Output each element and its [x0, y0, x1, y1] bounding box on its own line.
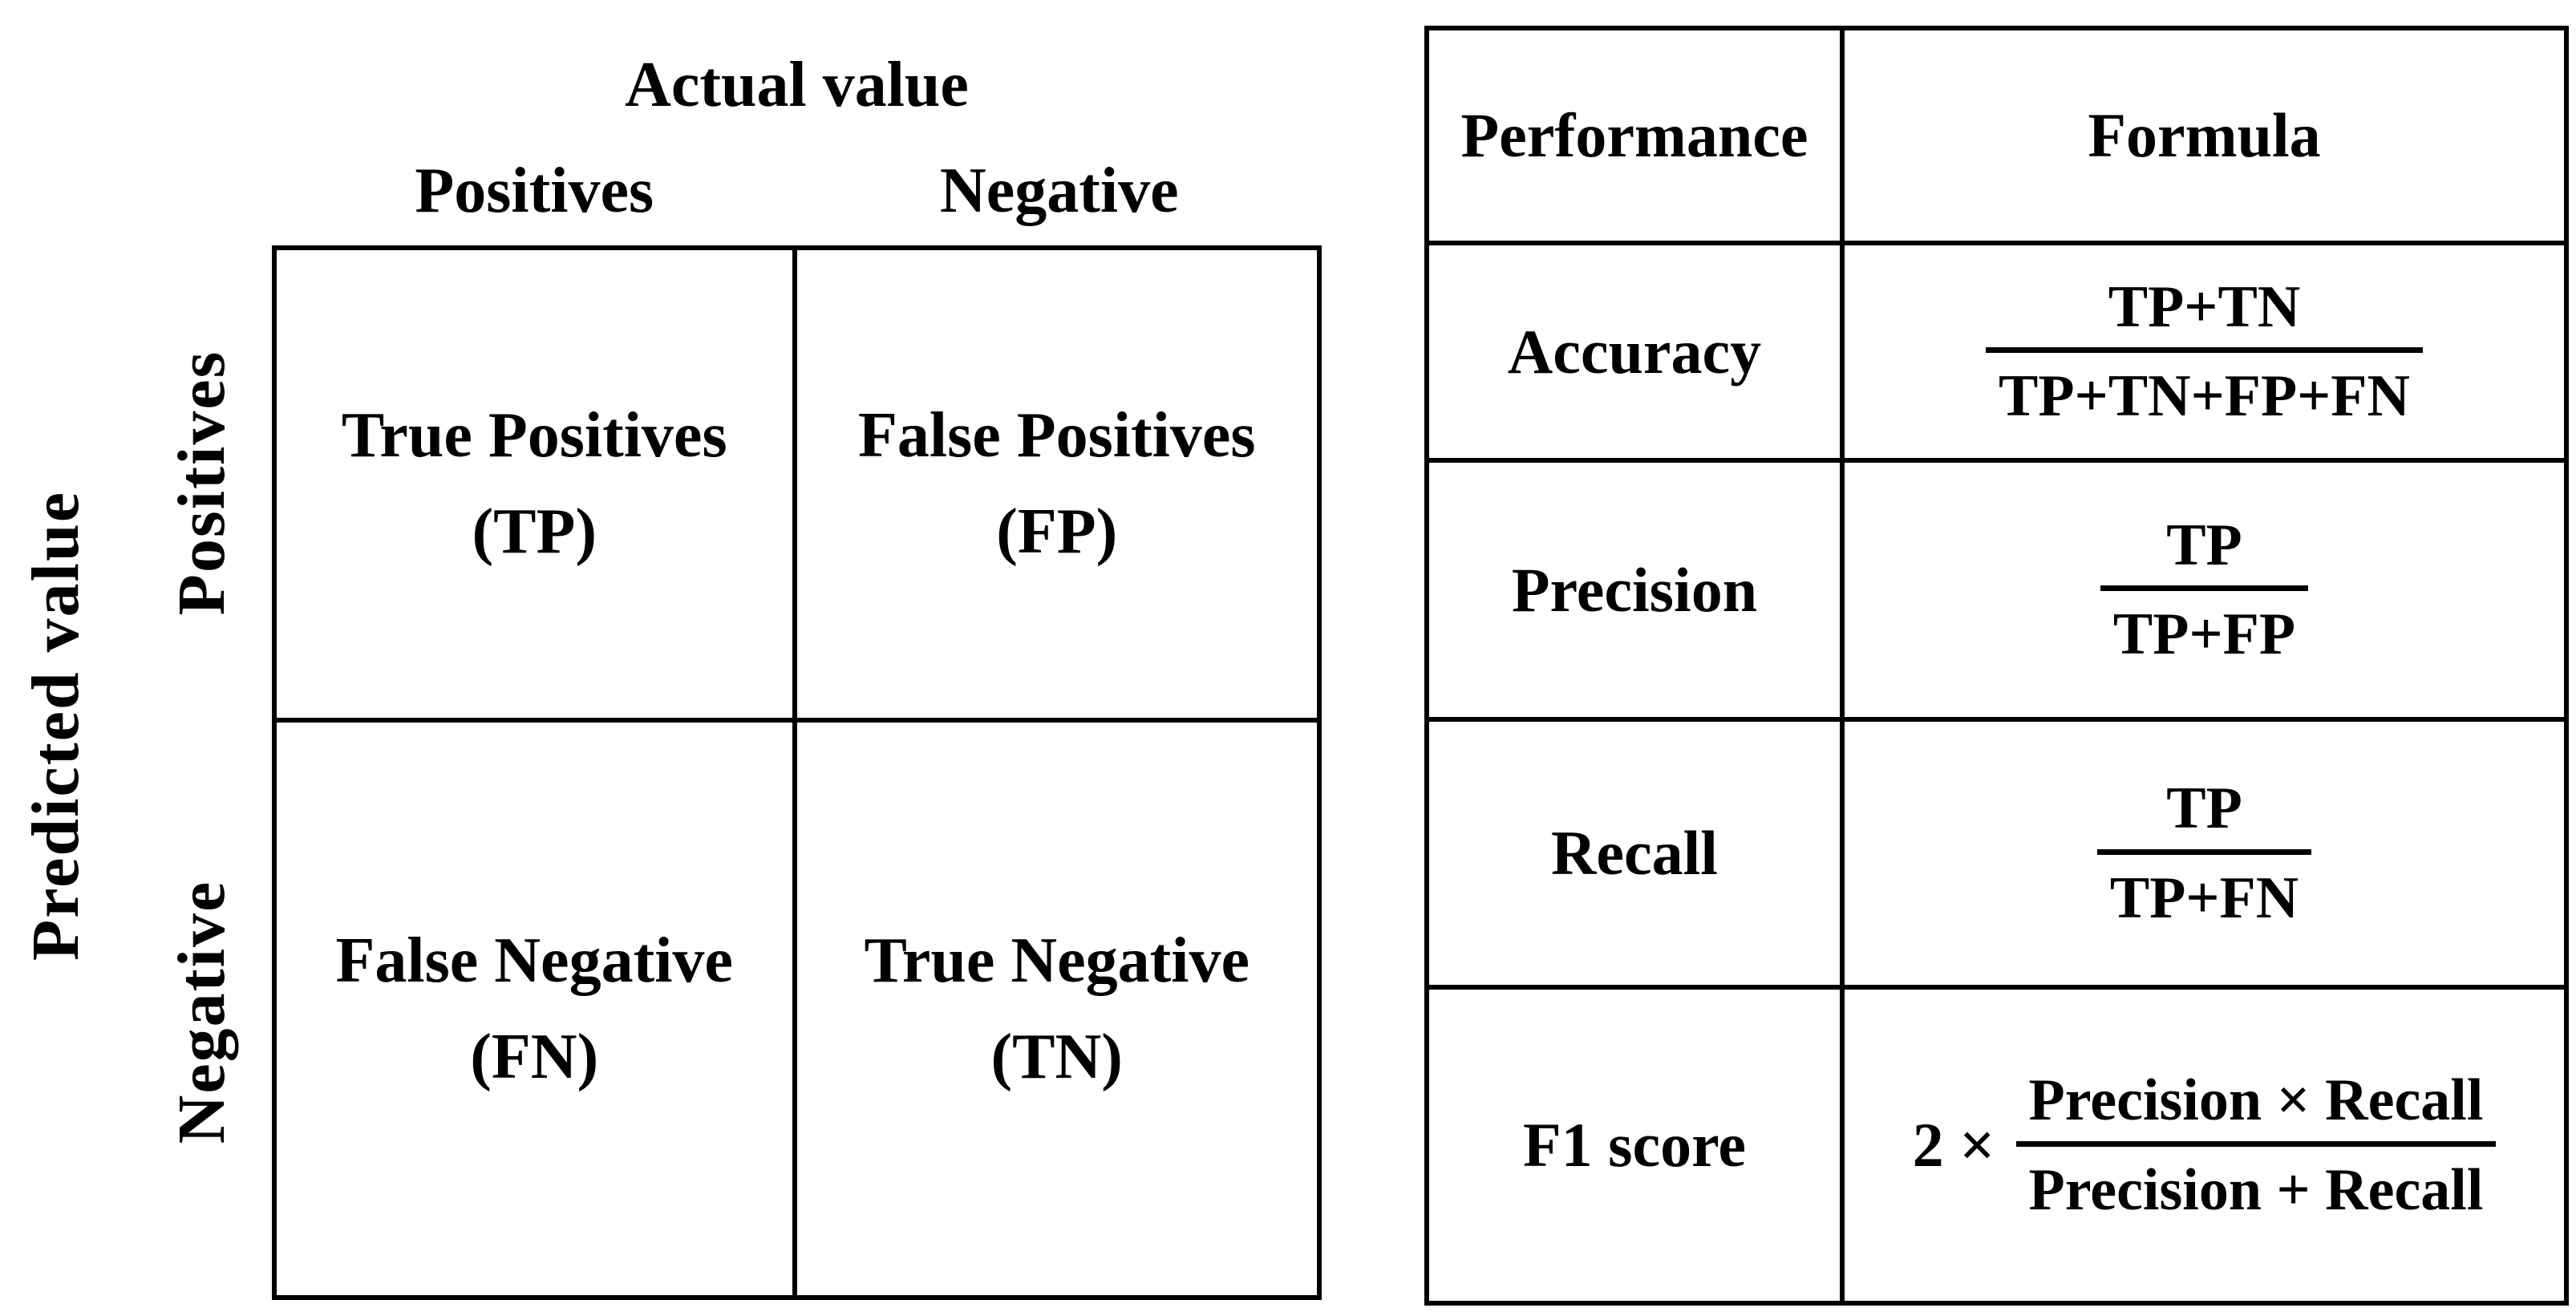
metric-name-recall: Recall — [1429, 722, 1845, 990]
recall-numerator: TP — [2166, 775, 2242, 841]
header-formula: Formula — [1845, 30, 2564, 245]
accuracy-denominator: TP+TN+FP+FN — [1986, 347, 2423, 434]
cell-true-negative-abbr: (TN) — [990, 1021, 1123, 1092]
precision-denominator: TP+FP — [2100, 585, 2309, 672]
precision-fraction: TP TP+FP — [2100, 508, 2309, 672]
f1-formula-row: 2 × Precision × Recall Precision + Recal… — [1913, 1063, 2497, 1227]
cell-true-negative-name: True Negative — [864, 925, 1250, 996]
row-header-negative: Negative — [164, 880, 239, 1144]
row-header-positives: Positives — [164, 350, 239, 616]
confusion-matrix-grid: True Positives (TP) False Positives (FP)… — [272, 245, 1322, 1300]
recall-fraction: TP TP+FN — [2096, 771, 2312, 936]
column-headers: Positives Negative — [272, 152, 1322, 229]
cell-false-negative-abbr: (FN) — [470, 1021, 599, 1092]
cell-false-negative-name: False Negative — [335, 925, 733, 996]
cell-false-negative: False Negative (FN) — [277, 722, 797, 1295]
accuracy-fraction: TP+TN TP+TN+FP+FN — [1986, 270, 2423, 434]
metric-formula-accuracy: TP+TN TP+TN+FP+FN — [1845, 245, 2564, 463]
metric-name-precision: Precision — [1429, 463, 1845, 722]
cell-true-negative: True Negative (TN) — [797, 723, 1318, 1295]
metric-name-accuracy: Accuracy — [1429, 245, 1845, 463]
precision-numerator: TP — [2166, 512, 2242, 578]
recall-denominator: TP+FN — [2096, 848, 2312, 936]
metrics-table: Performance Formula Accuracy TP+TN TP+TN… — [1424, 26, 2569, 1306]
cell-false-positives-name: False Positives — [858, 400, 1256, 472]
cell-true-positives: True Positives (TP) — [277, 250, 797, 723]
f1-coefficient: 2 × — [1912, 1110, 1995, 1180]
metric-formula-f1-score: 2 × Precision × Recall Precision + Recal… — [1845, 990, 2564, 1301]
col-header-negative: Negative — [939, 156, 1179, 226]
actual-value-axis-title: Actual value — [625, 50, 969, 120]
header-performance: Performance — [1429, 30, 1845, 245]
accuracy-numerator: TP+TN — [2108, 273, 2301, 340]
cell-false-positives-abbr: (FP) — [996, 496, 1118, 568]
f1-numerator: Precision × Recall — [2028, 1067, 2484, 1133]
f1-fraction: Precision × Recall Precision + Recall — [2015, 1063, 2497, 1228]
predicted-value-axis-title: Predicted value — [18, 490, 93, 962]
metric-name-f1-score: F1 score — [1429, 990, 1845, 1301]
f1-denominator: Precision + Recall — [2015, 1140, 2497, 1228]
metric-formula-recall: TP TP+FN — [1845, 722, 2564, 990]
metric-formula-precision: TP TP+FP — [1845, 463, 2564, 722]
col-header-positives: Positives — [415, 156, 654, 226]
cell-true-positives-abbr: (TP) — [472, 496, 597, 568]
cell-false-positives: False Positives (FP) — [796, 250, 1317, 723]
cell-true-positives-name: True Positives — [341, 400, 727, 472]
